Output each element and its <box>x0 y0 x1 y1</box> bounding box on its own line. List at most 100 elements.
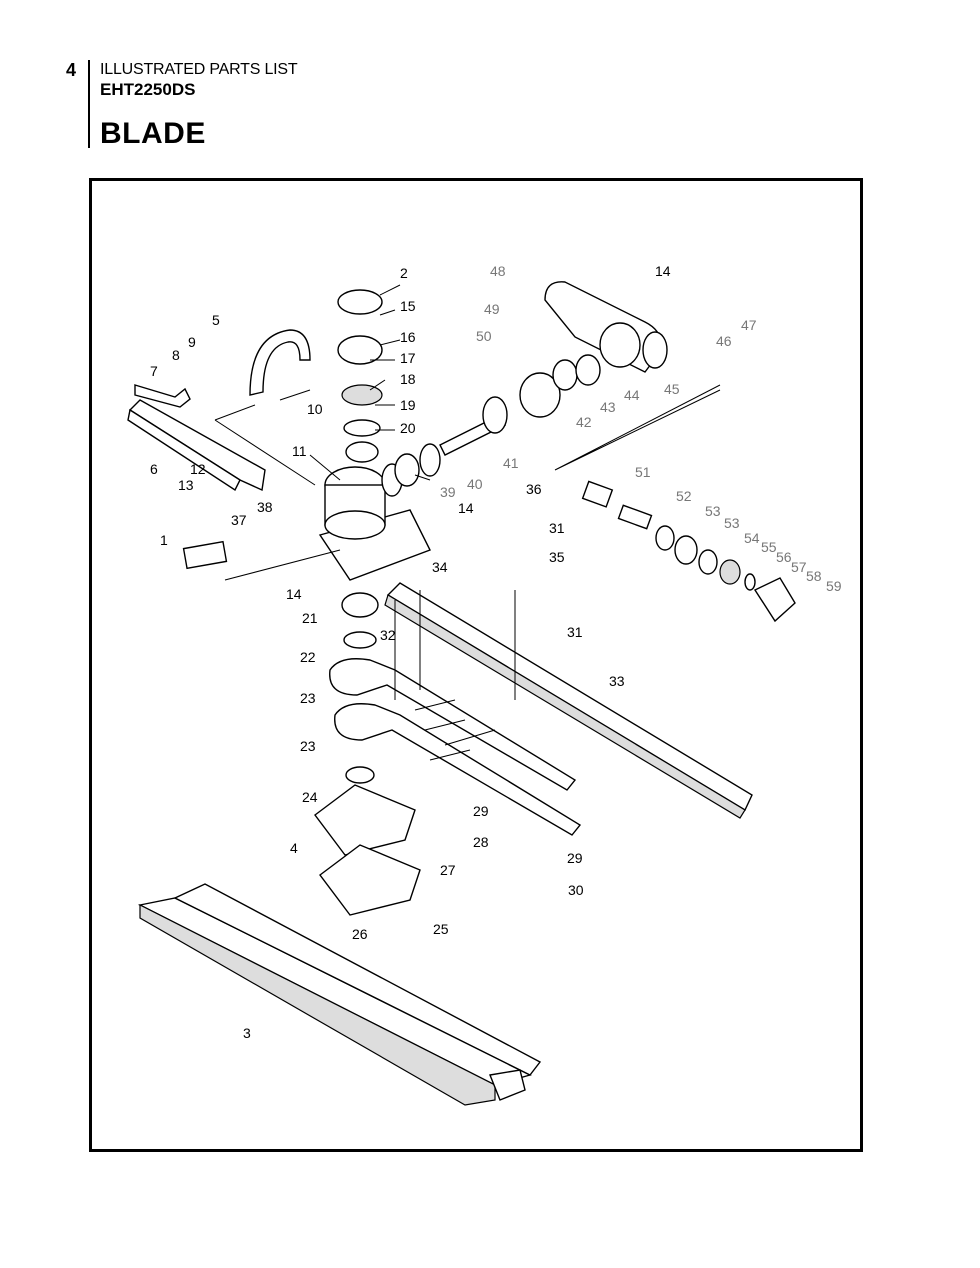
callout-label: 6 <box>150 461 158 477</box>
header-divider <box>88 60 90 148</box>
callout-label: 43 <box>600 399 616 415</box>
callout-label: 5 <box>212 312 220 328</box>
callout-label: 25 <box>433 921 449 937</box>
gear-21-drawing <box>341 592 379 618</box>
callout-label: 55 <box>761 539 777 555</box>
callout-label: 10 <box>307 401 323 417</box>
bearing-drawing <box>345 441 379 463</box>
bearing-44-drawing <box>575 354 601 386</box>
callout-label: 44 <box>624 387 640 403</box>
callout-label: 33 <box>609 673 625 689</box>
leader-lines <box>214 284 721 700</box>
model-number: EHT2250DS <box>100 80 196 99</box>
callout-label: 12 <box>190 461 206 477</box>
callout-label: 36 <box>526 481 542 497</box>
gear-case-drawing <box>318 463 431 581</box>
drive-assembly-drawing <box>581 480 796 623</box>
callout-label: 16 <box>400 329 416 345</box>
callout-label: 15 <box>400 298 416 314</box>
callout-label: 14 <box>286 586 302 602</box>
callout-label: 49 <box>484 301 500 317</box>
callout-label: 14 <box>458 500 474 516</box>
callout-label: 48 <box>490 263 506 279</box>
plate-25-drawing <box>319 844 421 916</box>
cutter-blades-drawing <box>329 658 582 836</box>
callout-label: 53 <box>705 503 721 519</box>
gear-18-drawing <box>341 384 383 406</box>
document-subtitle: ILLUSTRATED PARTS LIST <box>100 61 298 78</box>
callout-label: 29 <box>473 803 489 819</box>
callout-label: 1 <box>160 532 168 548</box>
callout-label: 37 <box>231 512 247 528</box>
callout-label: 47 <box>741 317 757 333</box>
cover-16-drawing <box>337 335 383 365</box>
callout-label: 2 <box>400 265 408 281</box>
callout-label: 7 <box>150 363 158 379</box>
ring-20-drawing <box>343 419 381 437</box>
callout-label: 32 <box>380 627 396 643</box>
lever-drawing <box>134 384 191 408</box>
blade-cover-drawing <box>137 883 542 1106</box>
callout-label: 57 <box>791 559 807 575</box>
callout-label: 27 <box>440 862 456 878</box>
callout-label: 42 <box>576 414 592 430</box>
callout-label: 54 <box>744 530 760 546</box>
callout-label: 8 <box>172 347 180 363</box>
callout-label: 11 <box>292 443 307 459</box>
callout-label: 35 <box>549 549 565 565</box>
callout-label: 41 <box>503 455 519 471</box>
callout-label: 17 <box>400 350 416 366</box>
main-pipe-drawing <box>127 399 266 492</box>
callout-label: 58 <box>806 568 822 584</box>
callout-label: 3 <box>243 1025 251 1041</box>
shaft-drawing <box>439 396 508 456</box>
section-title: BLADE <box>100 117 206 150</box>
callout-label: 21 <box>302 610 318 626</box>
handle-drawing <box>249 329 311 396</box>
callout-label: 23 <box>300 738 316 754</box>
callout-label: 24 <box>302 789 318 805</box>
bearing-24-drawing <box>345 766 375 784</box>
callout-label: 18 <box>400 371 416 387</box>
callout-label: 30 <box>568 882 584 898</box>
callout-label: 52 <box>676 488 692 504</box>
upper-housing-drawing <box>544 281 668 373</box>
callout-label: 50 <box>476 328 492 344</box>
callout-label: 29 <box>567 850 583 866</box>
callout-labels: 1 2 3 4 5 6 7 8 9 10 11 12 13 14 14 14 1… <box>150 263 842 1041</box>
callout-label: 14 <box>655 263 671 279</box>
callout-label: 59 <box>826 578 842 594</box>
callout-label: 28 <box>473 834 489 850</box>
callout-label: 13 <box>178 477 194 493</box>
label-1-drawing <box>182 540 228 570</box>
callout-label: 22 <box>300 649 316 665</box>
callout-label: 20 <box>400 420 416 436</box>
callout-label: 34 <box>432 559 448 575</box>
callout-label: 39 <box>440 484 456 500</box>
callout-label: 23 <box>300 690 316 706</box>
ring-40-drawing <box>419 443 441 477</box>
gasket-4-drawing <box>314 784 416 856</box>
callout-label: 56 <box>776 549 792 565</box>
callout-label: 40 <box>467 476 483 492</box>
callout-label: 31 <box>567 624 583 640</box>
callout-label: 26 <box>352 926 368 942</box>
callout-label: 46 <box>716 333 732 349</box>
ring-43-drawing <box>552 359 578 391</box>
callout-label: 53 <box>724 515 740 531</box>
callout-label: 9 <box>188 334 196 350</box>
page-number: 4 <box>66 60 77 80</box>
ring-42-drawing <box>519 372 561 418</box>
callout-label: 45 <box>664 381 680 397</box>
callout-label: 4 <box>290 840 298 856</box>
plate-2-drawing <box>337 289 383 315</box>
callout-label: 51 <box>635 464 651 480</box>
callout-label: 31 <box>549 520 565 536</box>
callout-label: 38 <box>257 499 273 515</box>
support-bar-drawing <box>384 582 753 819</box>
diagram-frame <box>89 178 863 1152</box>
bearing-39-drawing <box>394 453 420 487</box>
ring-22-drawing <box>343 631 377 649</box>
callout-label: 19 <box>400 397 416 413</box>
